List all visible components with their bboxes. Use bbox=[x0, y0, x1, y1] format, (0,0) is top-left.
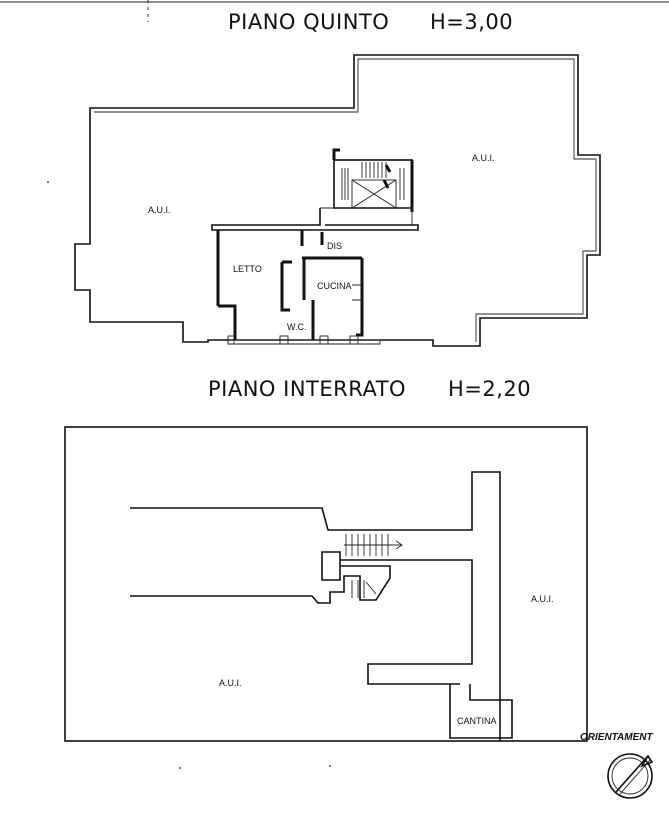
scan-speck bbox=[47, 181, 49, 183]
room-label-wc: W.C. bbox=[287, 322, 307, 332]
room-label-letto: LETTO bbox=[233, 264, 262, 274]
apartment-walls bbox=[216, 230, 381, 345]
scan-speck bbox=[329, 765, 331, 767]
basement-floor-height: H=2,20 bbox=[448, 377, 532, 401]
room-label-aui-right-upper: A.U.I. bbox=[472, 153, 495, 163]
basement-stair bbox=[344, 534, 403, 598]
scan-speck bbox=[179, 767, 181, 769]
basement-outline bbox=[64, 426, 588, 742]
stair-landing bbox=[320, 207, 413, 225]
basement-floor-title: PIANO INTERRATO bbox=[208, 377, 407, 401]
room-label-cucina: CUCINA bbox=[317, 281, 352, 291]
upper-floor-height: H=3,00 bbox=[430, 10, 514, 34]
upper-floor-inner-line bbox=[94, 58, 597, 342]
compass-icon bbox=[607, 753, 654, 799]
upper-floor-title: PIANO QUINTO bbox=[228, 10, 390, 34]
room-label-dis: DIS bbox=[327, 241, 343, 251]
upper-floor-outline bbox=[74, 54, 601, 347]
orientation-label: ORIENTAMENT bbox=[580, 732, 653, 743]
room-label-aui-left-basement: A.U.I. bbox=[219, 678, 242, 688]
basement-corridor-walls bbox=[130, 471, 513, 741]
room-label-aui-left-upper: A.U.I. bbox=[148, 205, 171, 215]
room-label-cantina: CANTINA bbox=[457, 716, 497, 726]
upper-corridor-wall bbox=[211, 208, 419, 231]
upper-stair-block bbox=[332, 148, 414, 212]
room-label-aui-right-basement: A.U.I. bbox=[531, 594, 554, 604]
